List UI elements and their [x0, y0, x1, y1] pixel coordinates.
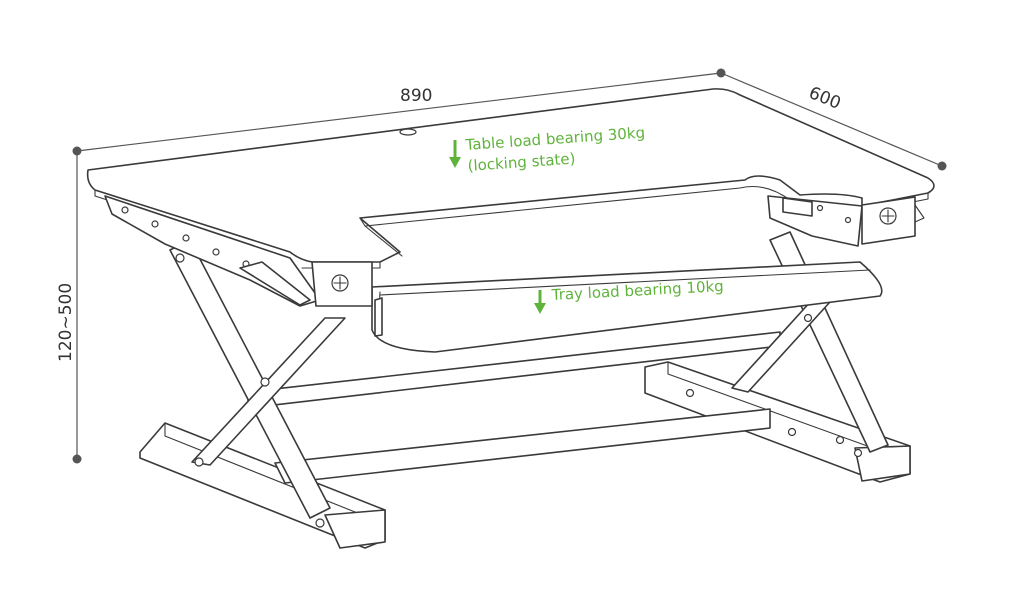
height-label: 120~500 — [56, 283, 76, 362]
left-front-block — [311, 261, 373, 307]
depth-label: 600 — [806, 83, 844, 114]
down-arrow-icon — [534, 290, 546, 314]
right-base-foot — [644, 361, 911, 483]
keyboard-tray — [371, 261, 883, 353]
left-base-foot — [139, 422, 386, 549]
right-front-block — [861, 196, 925, 245]
left-lever-handle — [239, 261, 311, 306]
depth-dimension — [720, 72, 947, 171]
right-side-bracket — [767, 195, 863, 247]
width-label: 890 — [400, 86, 432, 106]
down-arrow-icon — [449, 140, 461, 168]
height-dimension — [72, 151, 82, 464]
